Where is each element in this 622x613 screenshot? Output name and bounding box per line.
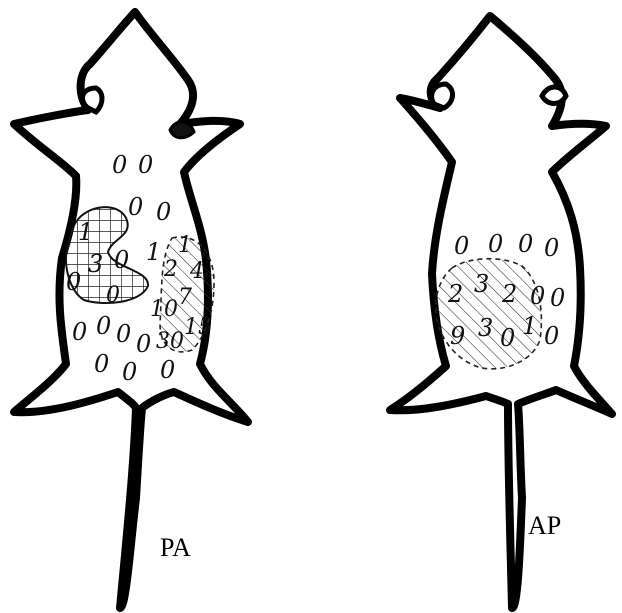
mouse-pa-count: 0 bbox=[96, 312, 111, 340]
mouse-pa-count: 0 bbox=[138, 151, 153, 179]
mouse-ap-count: 0 bbox=[500, 324, 515, 352]
mouse-ap-count: 0 bbox=[518, 230, 533, 258]
mouse-pa-count: 1 bbox=[146, 238, 161, 266]
mouse-pa-count: 15 bbox=[184, 315, 212, 340]
mouse-ap-count: 0 bbox=[488, 230, 503, 258]
mouse-pa-count: 0 bbox=[136, 330, 151, 358]
mouse-pa-count: 30 bbox=[156, 329, 184, 354]
mouse-pa-outline bbox=[14, 12, 248, 608]
mouse-ap-count: 3 bbox=[478, 314, 493, 342]
mouse-pa-count: 3 bbox=[88, 250, 103, 278]
mouse-pa-count: 10 bbox=[150, 297, 178, 322]
mouse-ap-count: 0 bbox=[544, 234, 559, 262]
mouse-pa-label: PA bbox=[160, 533, 191, 562]
mouse-pa-count: 0 bbox=[66, 268, 81, 296]
mouse-pa-count: 0 bbox=[114, 246, 129, 274]
mouse-pa-count: 1 bbox=[78, 218, 93, 246]
mouse-pa-count: 0 bbox=[112, 151, 127, 179]
mouse-ap-count: 2 bbox=[447, 280, 463, 308]
mouse-ap: 0 0 0 0 2 3 2 0 0 9 3 0 1 0 AP bbox=[390, 16, 612, 608]
mouse-pa-count: 0 bbox=[160, 356, 175, 384]
mouse-pa-count: 0 bbox=[116, 320, 131, 348]
mouse-pa-count: 1 bbox=[178, 233, 192, 258]
mouse-pa-count: 0 bbox=[156, 198, 171, 226]
mouse-ap-ear-right-icon bbox=[542, 87, 566, 104]
mouse-pa-count: 0 bbox=[72, 318, 87, 346]
mouse-ap-label: AP bbox=[528, 511, 561, 540]
mouse-pa: 0 0 0 0 1 3 0 1 0 1 2 4 0 10 7 0 15 0 0 … bbox=[14, 12, 248, 608]
mouse-ap-count: 0 bbox=[530, 282, 545, 310]
mouse-ap-count: 9 bbox=[450, 322, 465, 350]
mouse-pa-count: 2 bbox=[163, 257, 178, 282]
mouse-pa-count: 0 bbox=[106, 283, 120, 308]
mouse-ap-count: 0 bbox=[544, 322, 559, 350]
mouse-ap-count: 2 bbox=[501, 280, 517, 308]
mouse-ap-count: 0 bbox=[454, 232, 469, 260]
mouse-pa-count: 7 bbox=[178, 285, 192, 310]
mouse-ap-count: 3 bbox=[474, 270, 489, 298]
mouse-pa-ear-right-icon bbox=[170, 122, 194, 138]
mouse-pa-count: 0 bbox=[122, 358, 137, 386]
mouse-pa-count: 0 bbox=[128, 193, 143, 221]
mouse-pa-ear-left-icon bbox=[82, 88, 102, 112]
mouse-pa-count: 4 bbox=[189, 259, 204, 284]
mouse-pa-count: 0 bbox=[94, 350, 109, 378]
mouse-ap-count: 0 bbox=[550, 284, 565, 312]
mouse-ap-count: 1 bbox=[522, 312, 537, 340]
mouse-ap-ear-left-icon bbox=[432, 84, 453, 108]
